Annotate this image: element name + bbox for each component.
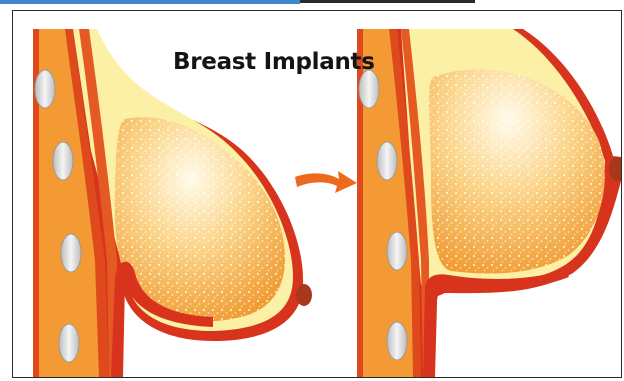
after-panel	[357, 29, 621, 377]
before-rib-2	[53, 142, 73, 180]
after-rib-2	[377, 142, 397, 180]
after-rib-1	[359, 70, 379, 108]
after-rib-4	[387, 322, 407, 360]
before-nipple	[296, 284, 312, 306]
after-inframammary-fold	[423, 269, 569, 377]
before-rib-1	[35, 70, 55, 108]
before-rib-4	[59, 324, 79, 362]
before-panel	[33, 29, 312, 377]
diagram-title: Breast Implants	[173, 49, 375, 75]
top-strip	[0, 0, 624, 4]
transition-arrow	[295, 171, 357, 193]
diagram-frame: Breast Implants	[12, 10, 622, 378]
after-rib-3	[387, 232, 407, 270]
before-rib-3	[61, 234, 81, 272]
top-strip-dark	[300, 0, 475, 3]
top-strip-accent	[0, 0, 300, 4]
